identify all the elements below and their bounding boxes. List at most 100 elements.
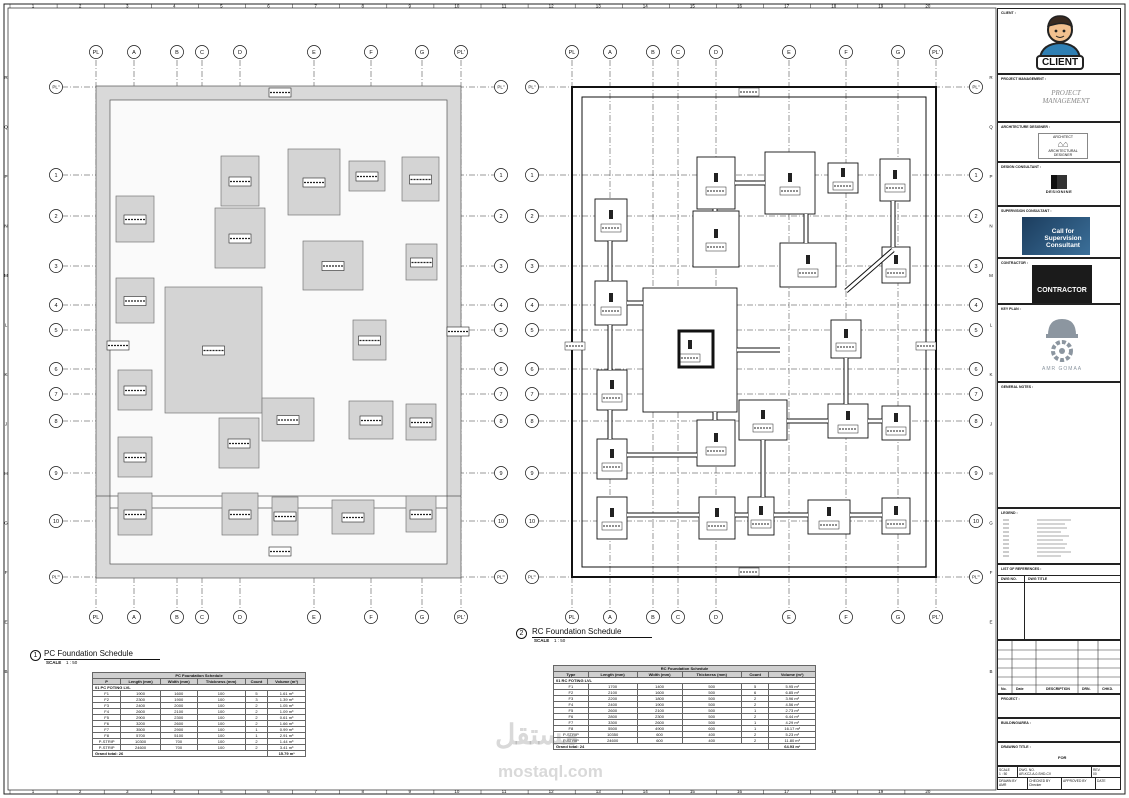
sheet-ruler-bottom-15: 15	[690, 789, 696, 794]
grid-bubble	[782, 610, 796, 624]
pc-schedule-total-label: Grand total: 26	[91, 750, 269, 757]
grid-bubble	[233, 610, 247, 624]
revision-grid	[998, 641, 1120, 693]
sheet-ruler-right-Q: Q	[989, 125, 993, 130]
sheet-ruler-top-9: 9	[409, 4, 412, 9]
rc-core	[677, 329, 715, 369]
sheet-ruler-left-J: J	[5, 422, 7, 427]
view-scale-label-1: SCALE	[46, 660, 62, 665]
grid-bubble	[525, 414, 539, 428]
grid-pl-label: PL''	[528, 85, 535, 90]
sheet-border	[3, 3, 1126, 795]
grid-col-label-PL: PL	[569, 615, 576, 621]
grid-col-label-D: D	[714, 50, 718, 56]
rc-footing	[696, 156, 736, 210]
grid-bubble	[494, 362, 508, 376]
grid-col-label-B: B	[651, 50, 655, 56]
sheet-ruler-bottom-2: 2	[79, 789, 82, 794]
view-number-2: 2	[516, 628, 527, 639]
grid-row-label-1: 1	[974, 173, 977, 179]
sheet-ruler-top-6: 6	[267, 4, 270, 9]
grid-bubble	[127, 610, 141, 624]
grid-row-label-5: 5	[54, 328, 57, 334]
grid-bubble	[49, 298, 63, 312]
sheet-ruler-top-15: 15	[690, 4, 696, 9]
grid-pl-label: PL'''	[972, 575, 980, 580]
grid-bubble	[525, 466, 539, 480]
sheet-ruler-bottom-12: 12	[549, 789, 555, 794]
column-stub	[610, 449, 614, 458]
watermark-arabic: مستقل	[495, 719, 579, 750]
sheet-ruler-right-B: B	[989, 669, 992, 674]
tb-legend: LEGEND :	[997, 508, 1121, 564]
sheet-ruler-right-M: M	[989, 273, 993, 278]
sheet-ruler-bottom-13: 13	[596, 789, 602, 794]
tb-ref-label: LIST OF REFERENCES :	[1001, 567, 1042, 571]
grid-row-label-3: 3	[974, 264, 977, 270]
grid-bubble	[415, 45, 429, 59]
grid-row-label-7: 7	[499, 392, 502, 398]
grid-col-label-B: B	[175, 50, 179, 56]
sheet-ruler-left-E: E	[4, 620, 7, 625]
sheet-ruler-right-R: R	[989, 75, 993, 80]
rc-footing	[596, 369, 628, 411]
grid-col-label-G: G	[896, 50, 900, 56]
revision-col-3: DRN.	[1082, 687, 1091, 691]
design-logo-mark	[1051, 175, 1067, 189]
ref-header: DWG NO. DWG TITLE	[998, 575, 1120, 642]
grid-row-label-9: 9	[499, 471, 502, 477]
grid-col-label-PL': PL'	[932, 50, 940, 56]
grid-pl-label: PL''	[972, 85, 979, 90]
sheet-ruler-right-F: F	[990, 570, 993, 575]
grid-bubble	[969, 209, 983, 223]
grid-row-label-6: 6	[530, 367, 533, 373]
grid-bubble	[525, 514, 539, 528]
rc-footing	[594, 280, 628, 326]
grid-bubble	[494, 414, 508, 428]
grid-col-label-D: D	[238, 50, 242, 56]
sheet-ruler-bottom-16: 16	[737, 789, 743, 794]
sheet-ruler-top-1: 1	[32, 4, 35, 9]
grid-row-label-5: 5	[499, 328, 502, 334]
tb-design-label: DESIGN CONSULTANT :	[1001, 165, 1042, 169]
grid-col-label-E: E	[787, 615, 791, 621]
column-stub	[714, 173, 718, 182]
grid-col-label-C: C	[200, 50, 204, 56]
grid-row-label-4: 4	[530, 303, 533, 309]
grid-bubble	[170, 45, 184, 59]
sheet-ruler-bottom-9: 9	[409, 789, 412, 794]
sheet-ruler-left-H: H	[4, 471, 7, 476]
tb-approved-label: APPROVED BY	[1063, 779, 1087, 783]
grid-col-label-A: A	[132, 50, 136, 56]
grid-bubble	[929, 45, 943, 59]
sheet-ruler-bottom-19: 19	[878, 789, 884, 794]
grid-row-label-6: 6	[499, 367, 502, 373]
grid-row-label-9: 9	[54, 471, 57, 477]
grid-bubble	[89, 45, 103, 59]
tb-checked-label: CHECKED BY	[1029, 779, 1051, 783]
rc-schedule-total-label: Grand total: 24	[552, 743, 770, 750]
grid-bubble	[494, 259, 508, 273]
tb-date-cell: DATE	[1096, 778, 1120, 789]
design-logo-text: DESIGNINE	[1045, 189, 1073, 194]
tb-rev-label: REV.	[1093, 768, 1101, 772]
column-stub	[761, 410, 765, 419]
tb-dwgno-cell: DWG. NO. AR-KC2-A-0-SHD-CV	[1018, 767, 1092, 778]
grid-row-label-2: 2	[530, 214, 533, 220]
rc-footing	[642, 287, 738, 413]
column-stub	[894, 413, 898, 422]
grid-col-label-G: G	[896, 615, 900, 621]
grid-bubble	[891, 45, 905, 59]
grid-pl-label: PL''	[52, 85, 59, 90]
grid-col-label-G: G	[420, 50, 424, 56]
grid-bubble	[969, 80, 983, 94]
grid-row-label-4: 4	[54, 303, 57, 309]
grid-bubble	[49, 414, 63, 428]
sheet-ruler-bottom-7: 7	[314, 789, 317, 794]
client-badge: CLIENT	[1036, 55, 1084, 70]
grid-pl-label: PL''	[497, 85, 504, 90]
